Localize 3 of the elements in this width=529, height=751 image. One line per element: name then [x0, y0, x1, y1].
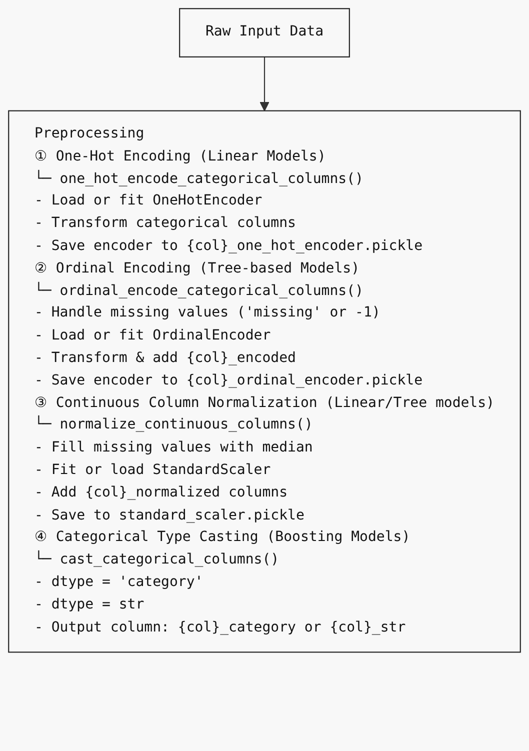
node-box: Preprocessing ① One-Hot Encoding (Linear Models) └─ one_hot_encode_categorical_columns() - Load or fit OneHotEncoder - Transform categorical columns - Save encoder to {col}_one_hot_encoder.pickle ② Ordinal Encoding (Tree-based Models) └─ ordinal_encode_categorical_columns() - Handle missing values ('missing' or -1) - Load or fit OrdinalEncoder - Transform & add {col}_encoded - Save encoder to {col}_ordinal_encoder.pickle ③ Continuous Column Normalization (Linear/Tree models) └─ normalize_continuous_columns() - Fill missing values with median - Fit or load StandardScaler - Add {col}_normalized columns - Save to standard_scaler.pickle ④ Categorical Type Casting (Boosting Models) └─ cast_categorical_columns() - dtype = 'category' - dtype = str - Output column: {col}_category or {col}_str	[8, 110, 521, 653]
arrow	[260, 56, 270, 112]
node-box: Raw Input Data	[179, 8, 350, 58]
